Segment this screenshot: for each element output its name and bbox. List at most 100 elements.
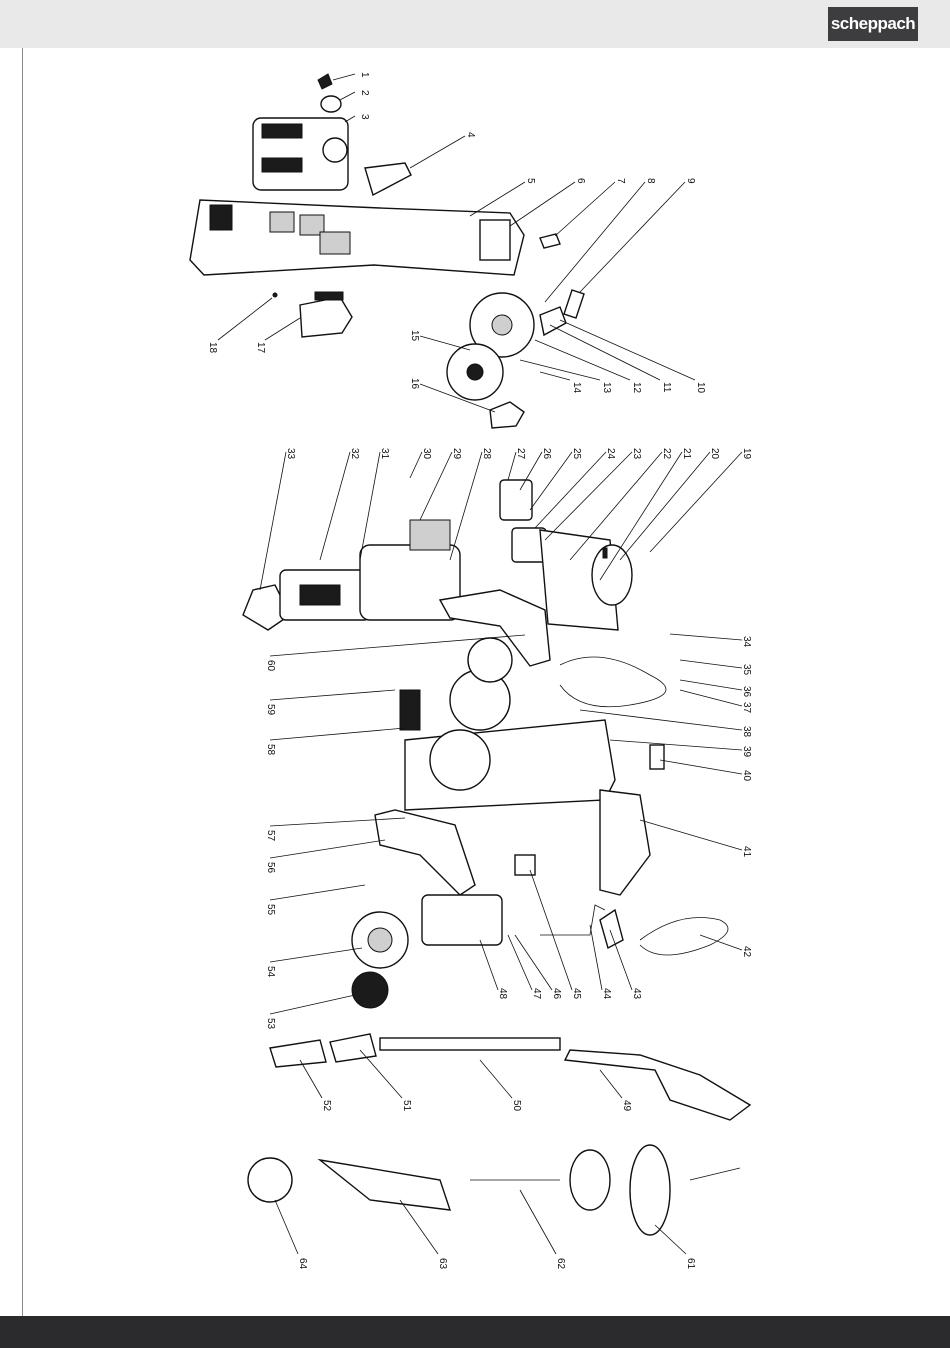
part-label-27: 27 [515,448,526,460]
part-label-32: 32 [349,448,360,460]
part-label-51: 51 [401,1100,412,1112]
leader-line-46 [515,935,552,990]
leader-line-2 [340,92,355,100]
part-label-38: 38 [741,726,752,738]
leader-line-56 [270,840,385,858]
leader-line-4 [410,136,465,168]
leader-line-24 [535,452,606,528]
housing-assembly [190,74,584,428]
leader-line-40 [660,760,742,774]
part-label-29: 29 [451,448,462,460]
part-label-49: 49 [621,1100,632,1112]
leader-line-31 [360,452,380,560]
leader-line-32 [320,452,350,560]
part-label-43: 43 [631,988,642,1000]
leader-line-29 [420,452,452,520]
part-label-58: 58 [265,744,276,756]
leader-line-3 [345,116,355,122]
part-label-42: 42 [741,946,752,958]
part-label-30: 30 [421,448,432,460]
part-label-48: 48 [497,988,508,1000]
leader-line-6 [510,182,575,226]
leader-line-44 [590,925,602,990]
leader-line-9 [580,182,685,292]
part-label-10: 10 [695,382,706,394]
part-label-33: 33 [285,448,296,460]
motor-pump-assembly [243,480,666,895]
part-label-41: 41 [741,846,752,858]
part-label-37: 37 [741,702,752,714]
part-label-7: 7 [615,178,626,184]
part-label-52: 52 [321,1100,332,1112]
part-label-9: 9 [685,178,696,184]
part-label-28: 28 [481,448,492,460]
leader-line-30 [410,452,422,478]
part-label-62: 62 [555,1258,566,1270]
part-label-60: 60 [265,660,276,672]
leader-line-15 [420,336,470,350]
part-label-34: 34 [741,636,752,648]
part-label-36: 36 [741,686,752,698]
part-label-40: 40 [741,770,752,782]
part-label-54: 54 [265,966,276,978]
part-label-11: 11 [661,382,672,393]
leader-line-27 [508,452,516,480]
leader-line-18 [218,298,272,340]
wheels-hose-accessories [248,855,750,1235]
part-label-20: 20 [709,448,720,460]
leader-line-53 [270,995,355,1014]
part-label-35: 35 [741,664,752,676]
leader-line-1 [333,74,355,80]
part-label-31: 31 [379,448,390,460]
leader-line-42 [700,935,742,950]
part-label-4: 4 [465,132,476,138]
leader-line-49 [600,1070,622,1098]
leader-line-55 [270,885,365,900]
leader-line-52 [300,1060,322,1098]
part-label-46: 46 [551,988,562,1000]
part-label-56: 56 [265,862,276,874]
part-label-44: 44 [601,988,612,1000]
part-label-16: 16 [409,378,420,390]
part-label-63: 63 [437,1258,448,1270]
leader-line-58 [270,728,405,740]
part-label-3: 3 [359,114,370,120]
part-label-45: 45 [571,988,582,1000]
part-label-39: 39 [741,746,752,758]
leader-line-33 [260,452,286,590]
part-label-15: 15 [409,330,420,342]
part-label-13: 13 [601,382,612,394]
leader-line-45 [530,870,572,990]
leader-line-35 [680,660,742,668]
part-label-1: 1 [359,72,370,78]
leader-line-50 [480,1060,512,1098]
leader-line-62 [520,1190,556,1254]
part-label-53: 53 [265,1018,276,1030]
part-label-14: 14 [571,382,582,394]
leader-line-25 [530,452,572,510]
leader-line-34 [670,634,742,640]
part-label-21: 21 [681,448,692,460]
leader-line-12 [535,340,630,380]
part-label-57: 57 [265,830,276,842]
leader-line-23 [545,452,632,540]
leader-line-48 [480,940,498,990]
leader-line-28 [450,452,482,560]
leader-line-5 [470,182,525,216]
part-label-64: 64 [297,1258,308,1270]
leader-line-61 [655,1225,686,1254]
part-label-5: 5 [525,178,536,184]
part-label-6: 6 [575,178,586,184]
part-label-50: 50 [511,1100,522,1112]
leader-line-7 [555,182,615,236]
leader-line-37 [680,690,742,706]
leader-line-47 [508,935,532,990]
part-label-8: 8 [645,178,656,184]
part-label-24: 24 [605,448,616,460]
part-label-17: 17 [255,342,266,354]
part-label-61: 61 [685,1258,696,1270]
part-label-59: 59 [265,704,276,716]
part-label-12: 12 [631,382,642,394]
part-label-55: 55 [265,904,276,916]
